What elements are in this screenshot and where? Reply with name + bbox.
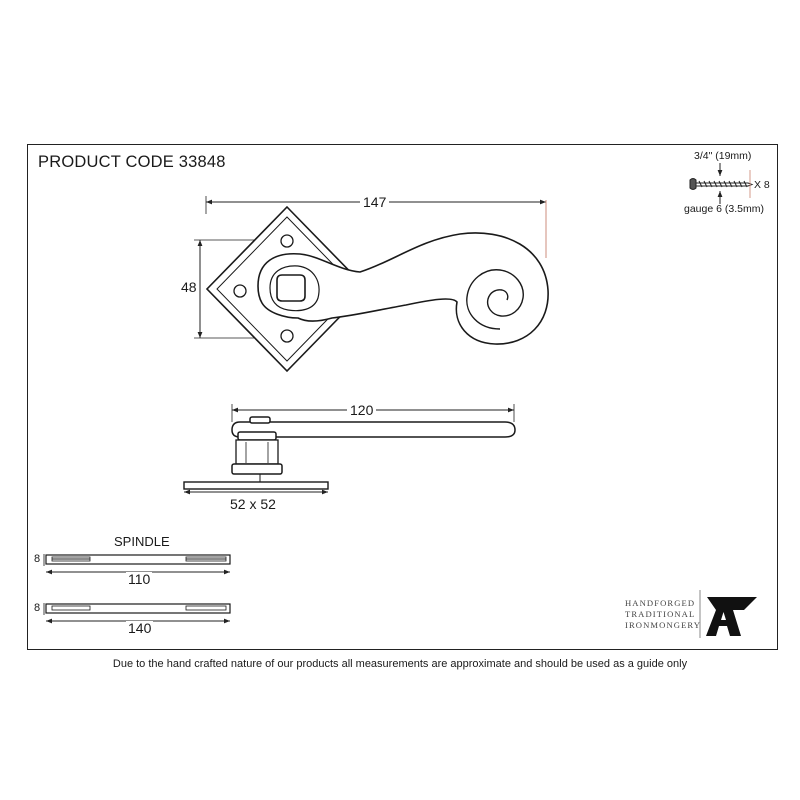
spindle-short-bar — [45, 554, 231, 565]
brand-line-handforged: HANDFORGED — [625, 598, 696, 608]
spindle-title: SPINDLE — [114, 534, 170, 549]
screw-detail — [689, 163, 754, 204]
top-view — [194, 196, 549, 373]
rose-size-label: 52 x 52 — [230, 496, 276, 512]
lever-length-label: 120 — [347, 403, 377, 417]
spindle-short — [43, 554, 231, 575]
spindle-short-thickness: 8 — [34, 553, 41, 565]
spindle-long-length: 140 — [126, 620, 154, 636]
screw-gauge-label: gauge 6 (3.5mm) — [684, 203, 764, 215]
screw-quantity-label: X 8 — [754, 179, 770, 191]
screw-icon — [689, 178, 754, 190]
neck-collar — [235, 439, 279, 465]
brand-line-ironmongery: IRONMONGERY — [625, 620, 702, 630]
screw-hole-left-icon — [233, 284, 247, 298]
rose-plate-side — [183, 481, 329, 490]
screw-hole-bottom-icon — [280, 329, 294, 343]
brand-line-traditional: TRADITIONAL — [625, 609, 696, 619]
product-code-title: PRODUCT CODE 33848 — [38, 153, 226, 171]
rose-height-label: 48 — [181, 279, 197, 295]
drawing-border — [27, 144, 778, 650]
curled-lever — [257, 232, 549, 345]
overall-width-label: 147 — [360, 195, 390, 209]
spindle-long-thickness: 8 — [34, 602, 41, 614]
spindle-short-length: 110 — [126, 571, 153, 587]
screw-length-label: 3/4" (19mm) — [694, 150, 752, 162]
anvil-a-logo-icon — [706, 597, 757, 636]
measurement-disclaimer: Due to the hand crafted nature of our pr… — [112, 658, 688, 670]
spindle-long — [43, 603, 231, 624]
spindle-hole-icon — [276, 274, 306, 302]
side-view — [183, 404, 516, 495]
spindle-long-bar — [45, 603, 231, 614]
screw-hole-top-icon — [280, 234, 294, 248]
scroll-curl — [466, 269, 524, 330]
lever-side-profile — [231, 416, 516, 482]
